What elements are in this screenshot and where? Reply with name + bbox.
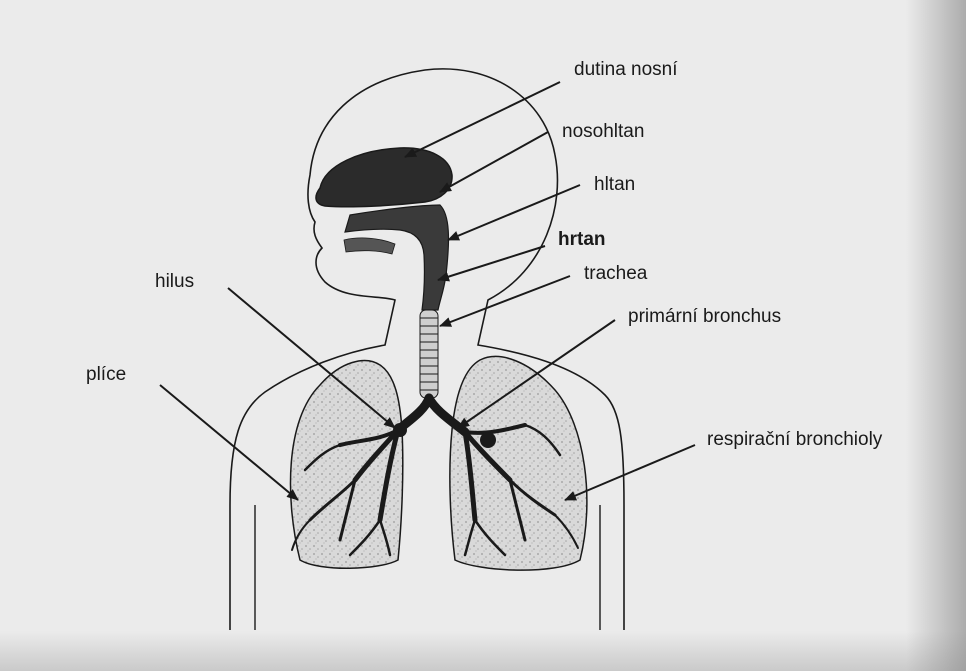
label-nosohltan: nosohltan xyxy=(562,122,644,141)
right-hilus-node xyxy=(480,432,496,448)
arrow-dutina-nosni xyxy=(405,82,560,157)
left-hilus-node xyxy=(393,423,407,437)
pharynx xyxy=(345,205,448,310)
label-respiracni-bronchioly: respirační bronchioly xyxy=(707,430,882,449)
arrow-hrtan xyxy=(438,246,545,280)
label-hrtan: hrtan xyxy=(558,230,606,249)
arrow-nosohltan xyxy=(440,132,548,192)
label-plice: plíce xyxy=(86,365,126,384)
arrow-trachea xyxy=(440,276,570,326)
label-trachea: trachea xyxy=(584,264,647,283)
arrow-plice xyxy=(160,385,298,500)
trachea-rings xyxy=(420,310,438,398)
label-hltan: hltan xyxy=(594,175,635,194)
label-hilus: hilus xyxy=(155,272,194,291)
tongue xyxy=(344,238,395,254)
label-primarni-bronchus: primární bronchus xyxy=(628,307,781,326)
label-dutina-nosni: dutina nosní xyxy=(574,60,678,79)
nasal-cavity xyxy=(316,148,452,207)
